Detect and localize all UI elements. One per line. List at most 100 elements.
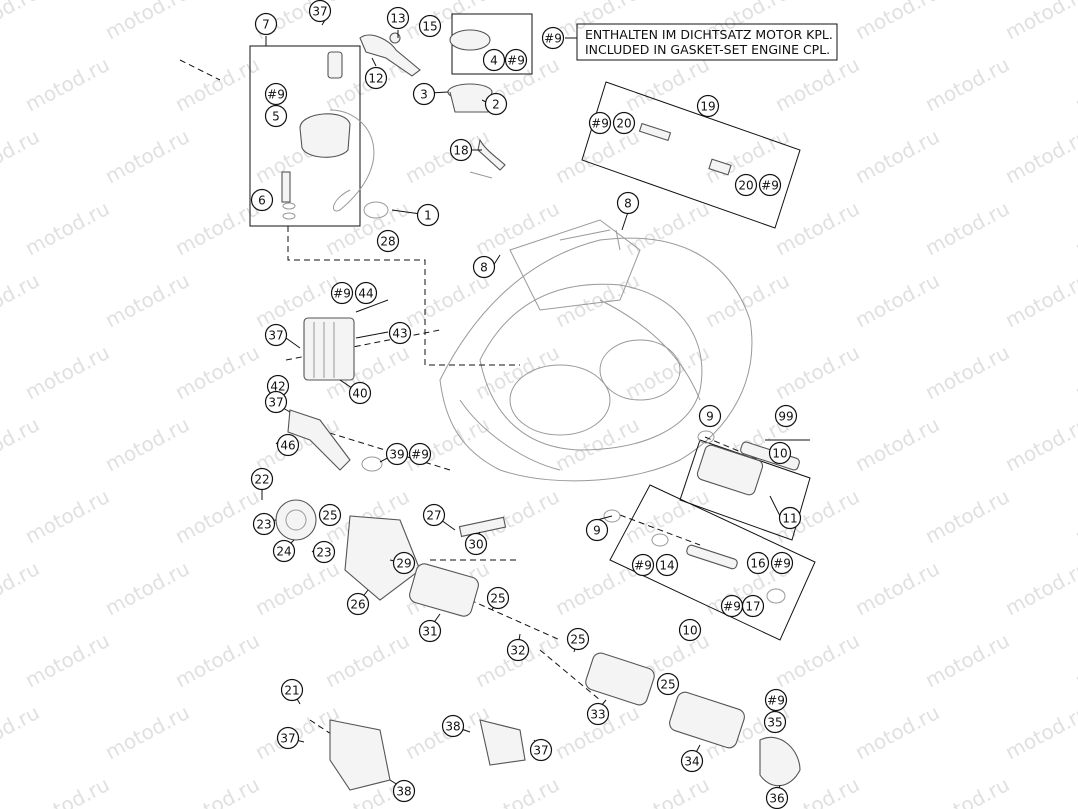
callout-4: 4: [482, 48, 506, 72]
callout-number: 25: [660, 678, 675, 692]
callout-number: 37: [268, 396, 283, 410]
watermark-text: motod.ru: [921, 772, 1013, 809]
watermark-text: motod.ru: [1001, 0, 1078, 44]
callout-35: 35: [763, 710, 787, 734]
callout-number: #9: [634, 559, 652, 573]
callout-number: #9: [267, 88, 285, 102]
callout-number: 30: [468, 538, 483, 552]
watermark-text: motod.ru: [0, 700, 43, 764]
callout-37: 37: [264, 323, 288, 347]
watermark-text: motod.ru: [471, 772, 563, 809]
watermark-text: motod.ru: [21, 772, 113, 809]
callout-8: 8: [616, 191, 640, 215]
callout-ref-9: #9: [770, 551, 794, 575]
callout-number: 26: [350, 598, 365, 612]
watermark-text: motod.ru: [101, 412, 193, 476]
callout-number: 18: [453, 144, 468, 158]
callout-number: 35: [767, 716, 782, 730]
note-line-2: INCLUDED IN GASKET-SET ENGINE CPL.: [585, 42, 830, 57]
callout-23: 23: [312, 540, 336, 564]
watermark-text: motod.ru: [551, 556, 643, 620]
watermark-text: motod.ru: [1001, 124, 1078, 188]
callout-ref-9: #9: [764, 688, 788, 712]
watermark-text: motod.ru: [1001, 412, 1078, 476]
callout-ref-9: #9: [588, 111, 612, 135]
group-box-10: [609, 484, 816, 641]
note-line-1: ENTHALTEN IM DICHTSATZ MOTOR KPL.: [585, 27, 833, 42]
callout-number: #9: [761, 179, 779, 193]
watermark-text: motod.ru: [471, 340, 563, 404]
callout-25: 25: [566, 627, 590, 651]
callout-number: 36: [769, 792, 784, 806]
watermark-text: motod.ru: [551, 412, 643, 476]
callout-31: 31: [418, 619, 442, 643]
watermark-text: motod.ru: [21, 628, 113, 692]
callout-number: 14: [659, 559, 674, 573]
watermark-text: motod.ru: [621, 484, 713, 548]
callout-number: 13: [390, 12, 405, 26]
group-box-99: [679, 439, 811, 541]
watermark-text: motod.ru: [771, 340, 863, 404]
watermark-text: motod.ru: [401, 124, 493, 188]
watermark-text: motod.ru: [851, 556, 943, 620]
callout-17: 17: [741, 594, 765, 618]
callout-9: 9: [585, 518, 609, 542]
watermark-text: motod.ru: [21, 196, 113, 260]
watermark-text: motod.ru: [1071, 772, 1078, 809]
callout-27: 27: [422, 503, 446, 527]
callout-28: 28: [376, 229, 400, 253]
callout-25: 25: [656, 672, 680, 696]
callout-number: 37: [280, 732, 295, 746]
watermark-text: motod.ru: [1071, 628, 1078, 692]
callout-number: 32: [510, 644, 525, 658]
callout-33: 33: [586, 702, 610, 726]
callout-40: 40: [348, 381, 372, 405]
callout-number: 4: [490, 54, 498, 68]
callout-37: 37: [264, 390, 288, 414]
callout-ref-9: #9: [504, 48, 528, 72]
callout-number: 46: [280, 439, 295, 453]
group-box-7: [249, 36, 361, 227]
callout-14: 14: [655, 553, 679, 577]
callout-number: 25: [322, 509, 337, 523]
callout-number: 37: [268, 329, 283, 343]
watermark-text: motod.ru: [101, 700, 193, 764]
watermark-text: motod.ru: [1071, 484, 1078, 548]
callout-number: 9: [706, 410, 714, 424]
watermark-text: motod.ru: [21, 484, 113, 548]
watermark-text: motod.ru: [551, 268, 643, 332]
engine-block-drawing: [439, 219, 753, 482]
watermark-text: motod.ru: [851, 700, 943, 764]
callout-number: 27: [426, 509, 441, 523]
callout-19: 19: [696, 94, 720, 118]
callout-ref-9: #9: [408, 442, 432, 466]
watermark-text: motod.ru: [101, 0, 193, 44]
callout-number: #9: [773, 557, 791, 571]
callout-6: 6: [250, 188, 274, 212]
watermark-text: motod.ru: [851, 412, 943, 476]
watermark-text: motod.ru: [21, 52, 113, 116]
watermark-text: motod.ru: [851, 0, 943, 44]
callout-number: #9: [544, 32, 562, 46]
callout-43: 43: [388, 321, 412, 345]
callout-16: 16: [746, 551, 770, 575]
callout-15: 15: [418, 14, 442, 38]
watermark-text: motod.ru: [921, 484, 1013, 548]
callout-number: 7: [262, 18, 270, 32]
callout-ref-9: #9: [264, 82, 288, 106]
callout-number: 43: [392, 327, 407, 341]
callout-25: 25: [486, 586, 510, 610]
callout-number: 5: [272, 110, 280, 124]
callout-number: 25: [490, 592, 505, 606]
watermark-text: motod.ru: [0, 556, 43, 620]
callout-ref-9: #9: [758, 173, 782, 197]
callout-number: 10: [772, 447, 787, 461]
callout-number: 99: [778, 410, 793, 424]
callout-13: 13: [386, 6, 410, 30]
callout-26: 26: [346, 592, 370, 616]
callout-1: 1: [416, 203, 440, 227]
callout-99: 99: [774, 404, 798, 428]
callout-number: 19: [700, 100, 715, 114]
watermark-text: motod.ru: [0, 268, 43, 332]
